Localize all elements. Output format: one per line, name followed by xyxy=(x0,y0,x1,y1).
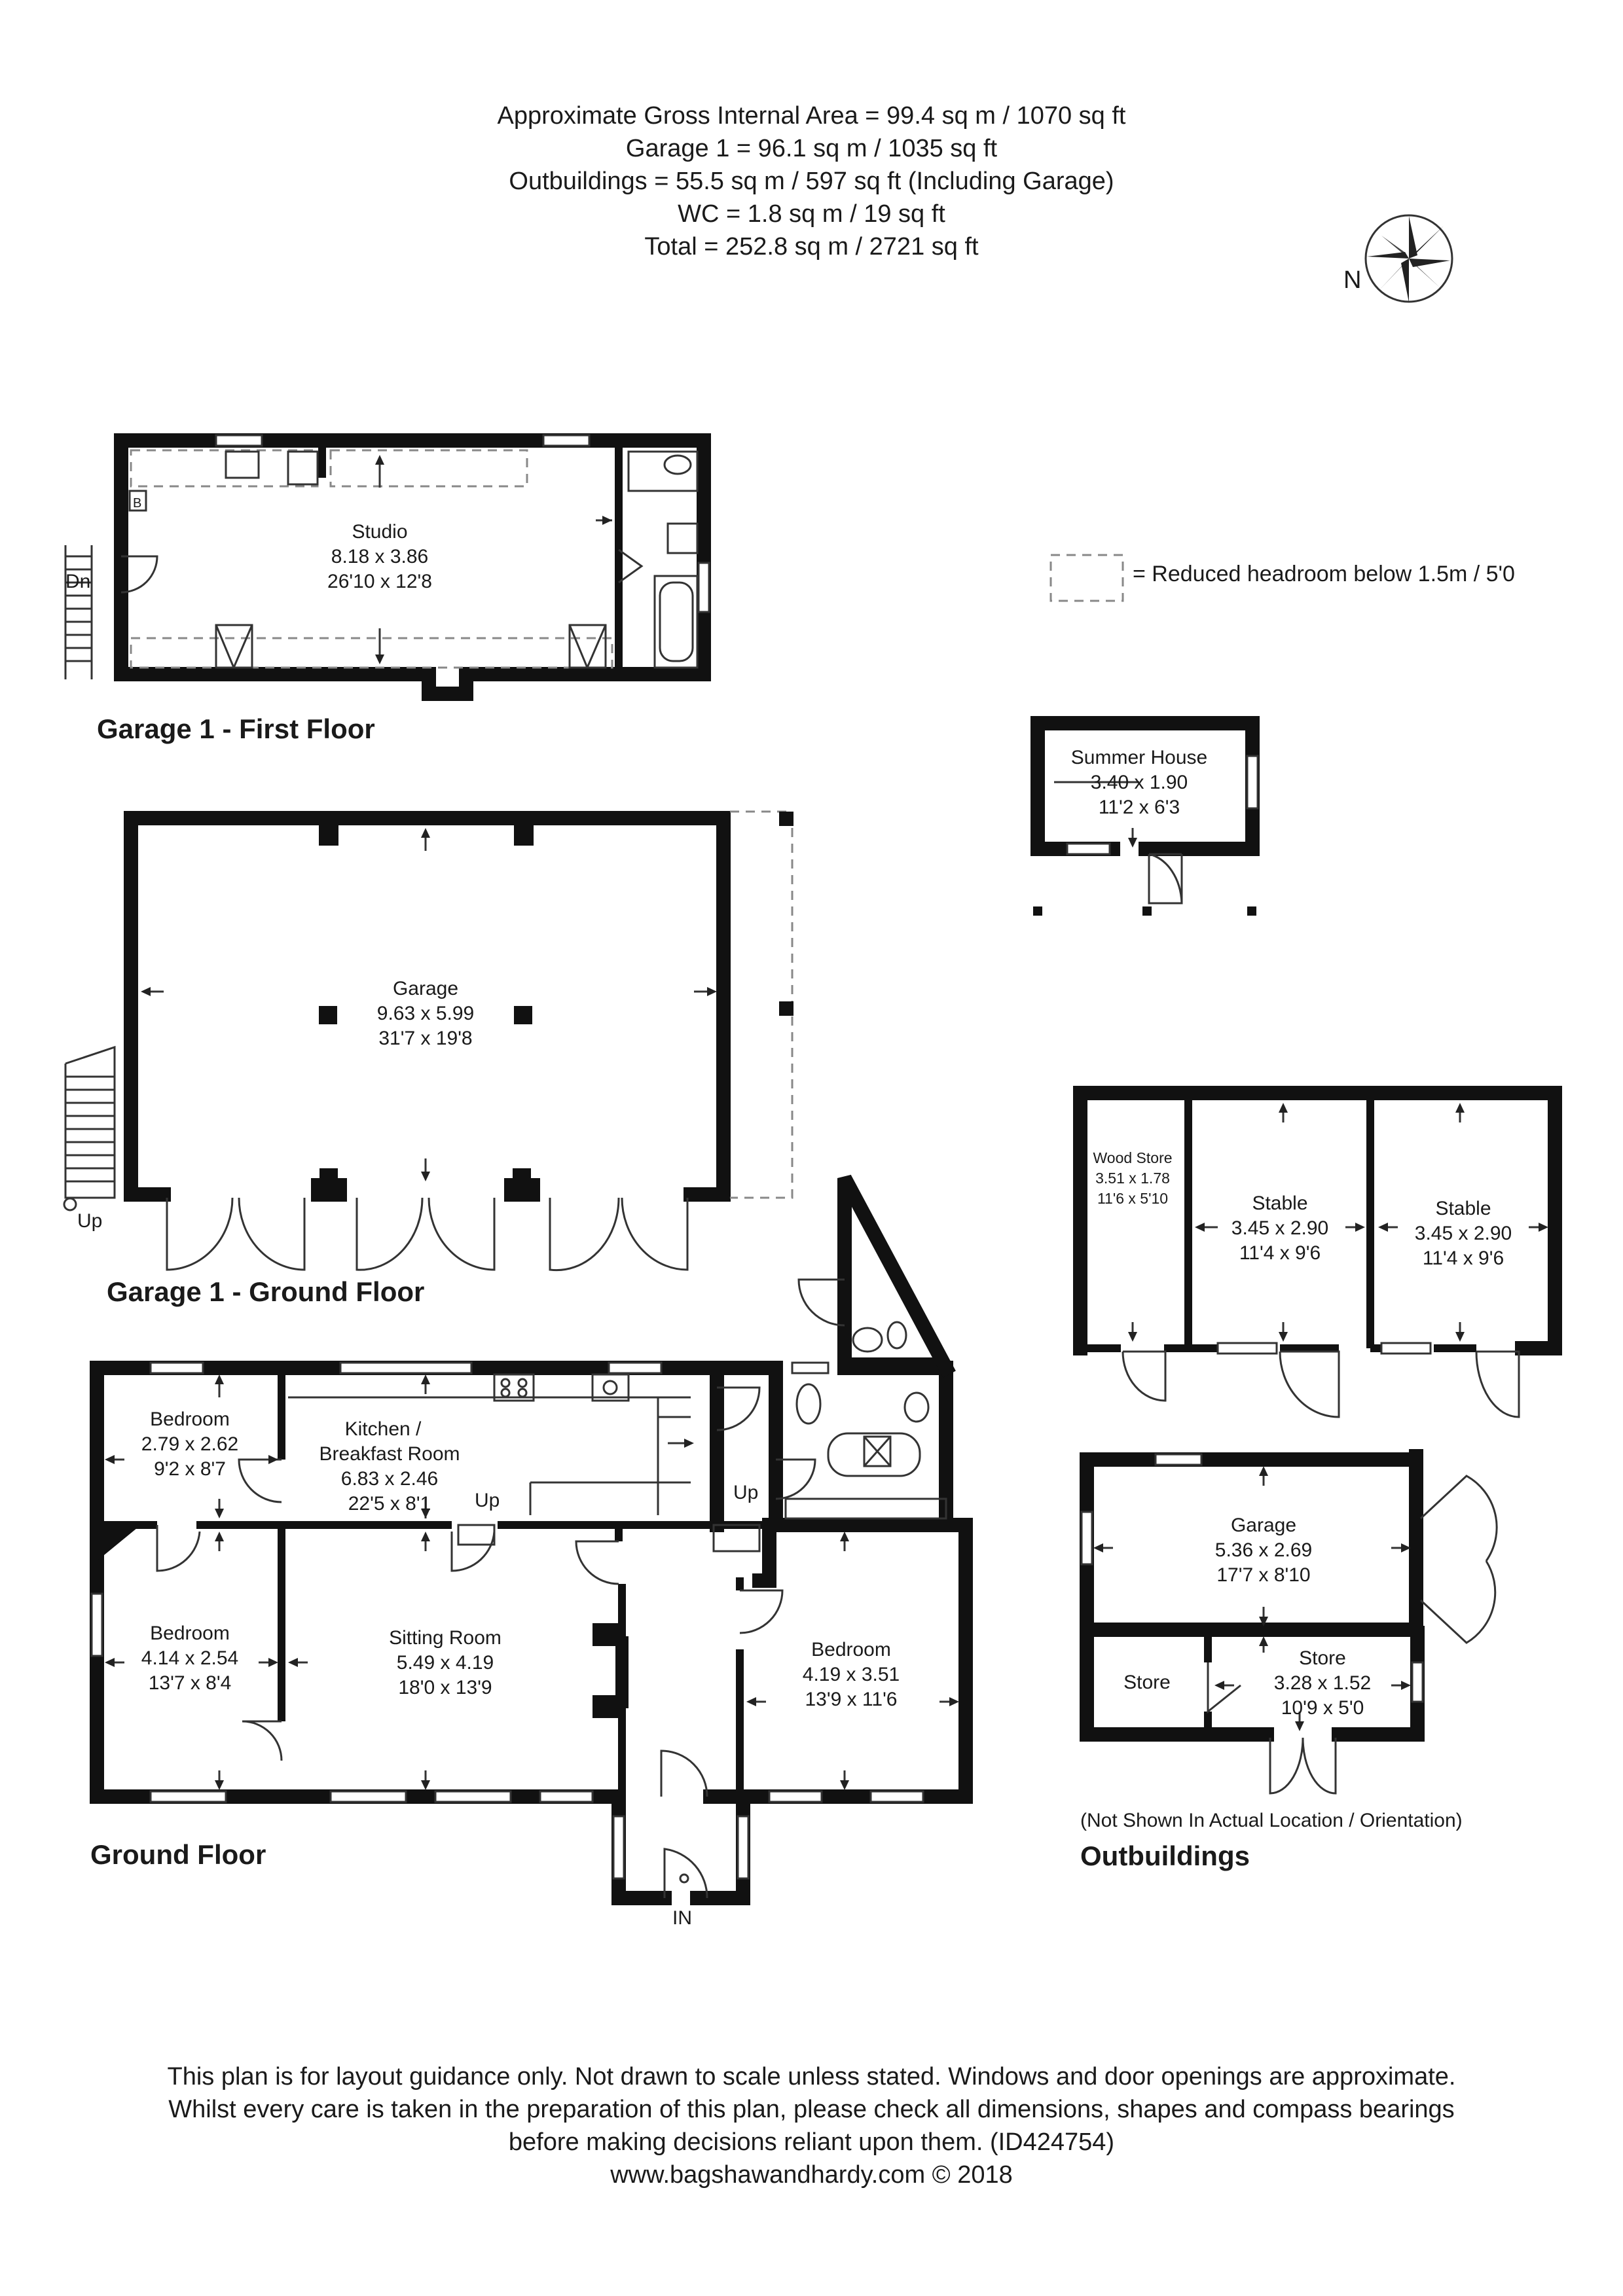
garage2-metric: 5.36 x 2.69 xyxy=(1215,1539,1312,1561)
total-area-line: Total = 252.8 sq m / 2721 sq ft xyxy=(644,233,979,260)
summer-house-metric: 3.40 x 1.90 xyxy=(1091,772,1188,793)
wood-store-name: Wood Store xyxy=(1093,1149,1172,1166)
bedroom1-name: Bedroom xyxy=(150,1408,230,1430)
wood-store-metric: 3.51 x 1.78 xyxy=(1095,1170,1170,1187)
garage1-area-line: Garage 1 = 96.1 sq m / 1035 sq ft xyxy=(625,135,998,162)
sitting-room-name: Sitting Room xyxy=(389,1627,501,1649)
bedroom3-name: Bedroom xyxy=(811,1639,891,1660)
summer-house-plan xyxy=(1030,716,1260,916)
bedroom3-metric: 4.19 x 3.51 xyxy=(803,1664,900,1685)
garage1-name: Garage xyxy=(393,978,458,999)
wood-store-imperial: 11'6 x 5'10 xyxy=(1097,1190,1168,1207)
garage2-name: Garage xyxy=(1231,1515,1296,1536)
garage2-imperial: 17'7 x 8'10 xyxy=(1216,1564,1310,1586)
bedroom3-imperial: 13'9 x 11'6 xyxy=(805,1689,897,1710)
disclaimer-line-1: This plan is for layout guidance only. N… xyxy=(167,2063,1456,2090)
garage-up-marker: Up xyxy=(77,1210,102,1232)
stable1-name: Stable xyxy=(1252,1193,1307,1214)
stable2-name: Stable xyxy=(1435,1198,1491,1219)
store-name: Store xyxy=(1299,1647,1346,1669)
gross-area-line: Approximate Gross Internal Area = 99.4 s… xyxy=(497,102,1126,130)
kitchen-name: Kitchen / xyxy=(345,1418,422,1440)
bedroom2-imperial: 13'7 x 8'4 xyxy=(149,1672,232,1694)
disclaimer-line-2: Whilst every care is taken in the prepar… xyxy=(168,2096,1455,2123)
garage1-plan xyxy=(63,810,793,1272)
stable1-metric: 3.45 x 2.90 xyxy=(1231,1217,1328,1239)
outbuilding-garage-plan xyxy=(1080,1449,1498,1795)
heading-garage-first-floor: Garage 1 - First Floor xyxy=(97,713,375,744)
sitting-room-metric: 5.49 x 4.19 xyxy=(397,1652,494,1674)
studio-plan xyxy=(64,433,711,701)
stables-plan xyxy=(1073,1086,1562,1418)
entrance-marker: IN xyxy=(672,1907,692,1929)
kitchen-metric: 6.83 x 2.46 xyxy=(341,1468,438,1490)
garage1-metric: 9.63 x 5.99 xyxy=(377,1003,474,1024)
heading-ground-floor: Ground Floor xyxy=(90,1839,266,1870)
studio-imperial: 26'10 x 12'8 xyxy=(327,571,432,592)
website-link[interactable]: www.bagshawandhardy.com © 2018 xyxy=(610,2161,1013,2189)
studio-dn-marker: Dn xyxy=(65,571,90,592)
hall-up-marker: Up xyxy=(733,1482,758,1503)
heading-outbuildings: Outbuildings xyxy=(1080,1840,1250,1871)
stable2-metric: 3.45 x 2.90 xyxy=(1415,1223,1512,1244)
summer-house-name: Summer House xyxy=(1071,747,1207,768)
bedroom2-name: Bedroom xyxy=(150,1623,230,1644)
wc-area-line: WC = 1.8 sq m / 19 sq ft xyxy=(678,200,945,228)
studio-name: Studio xyxy=(352,521,407,543)
stable1-imperial: 11'4 x 9'6 xyxy=(1239,1242,1321,1264)
kitchen-imperial: 22'5 x 8'1 xyxy=(348,1493,431,1515)
store-imperial: 10'9 x 5'0 xyxy=(1281,1697,1364,1719)
compass-n-label: N xyxy=(1343,266,1361,294)
summer-house-imperial: 11'2 x 6'3 xyxy=(1099,797,1180,818)
bedroom1-imperial: 9'2 x 8'7 xyxy=(154,1458,226,1480)
bedroom1-metric: 2.79 x 2.62 xyxy=(141,1433,238,1455)
compass-rose-icon xyxy=(1364,214,1453,303)
sitting-room-imperial: 18'0 x 13'9 xyxy=(398,1677,492,1698)
garage1-imperial: 31'7 x 19'8 xyxy=(378,1028,472,1049)
bedroom2-metric: 4.14 x 2.54 xyxy=(141,1647,238,1669)
disclaimer-line-3: before making decisions reliant upon the… xyxy=(508,2128,1115,2156)
outbuildings-note: (Not Shown In Actual Location / Orientat… xyxy=(1080,1810,1463,1831)
heading-garage-ground-floor: Garage 1 - Ground Floor xyxy=(107,1276,425,1307)
kitchen-up-marker: Up xyxy=(475,1490,500,1511)
store-small-name: Store xyxy=(1123,1672,1171,1693)
ground-floor-plan xyxy=(90,1174,973,1905)
legend-label: = Reduced headroom below 1.5m / 5'0 xyxy=(1133,562,1515,586)
store-metric: 3.28 x 1.52 xyxy=(1274,1672,1371,1694)
kitchen-name-2: Breakfast Room xyxy=(319,1443,460,1465)
stable2-imperial: 11'4 x 9'6 xyxy=(1423,1247,1504,1269)
legend-reduced-headroom-swatch xyxy=(1049,554,1124,602)
studio-metric: 8.18 x 3.86 xyxy=(331,546,428,567)
boiler-marker: B xyxy=(133,496,141,511)
outbuildings-area-line: Outbuildings = 55.5 sq m / 597 sq ft (In… xyxy=(509,168,1114,195)
